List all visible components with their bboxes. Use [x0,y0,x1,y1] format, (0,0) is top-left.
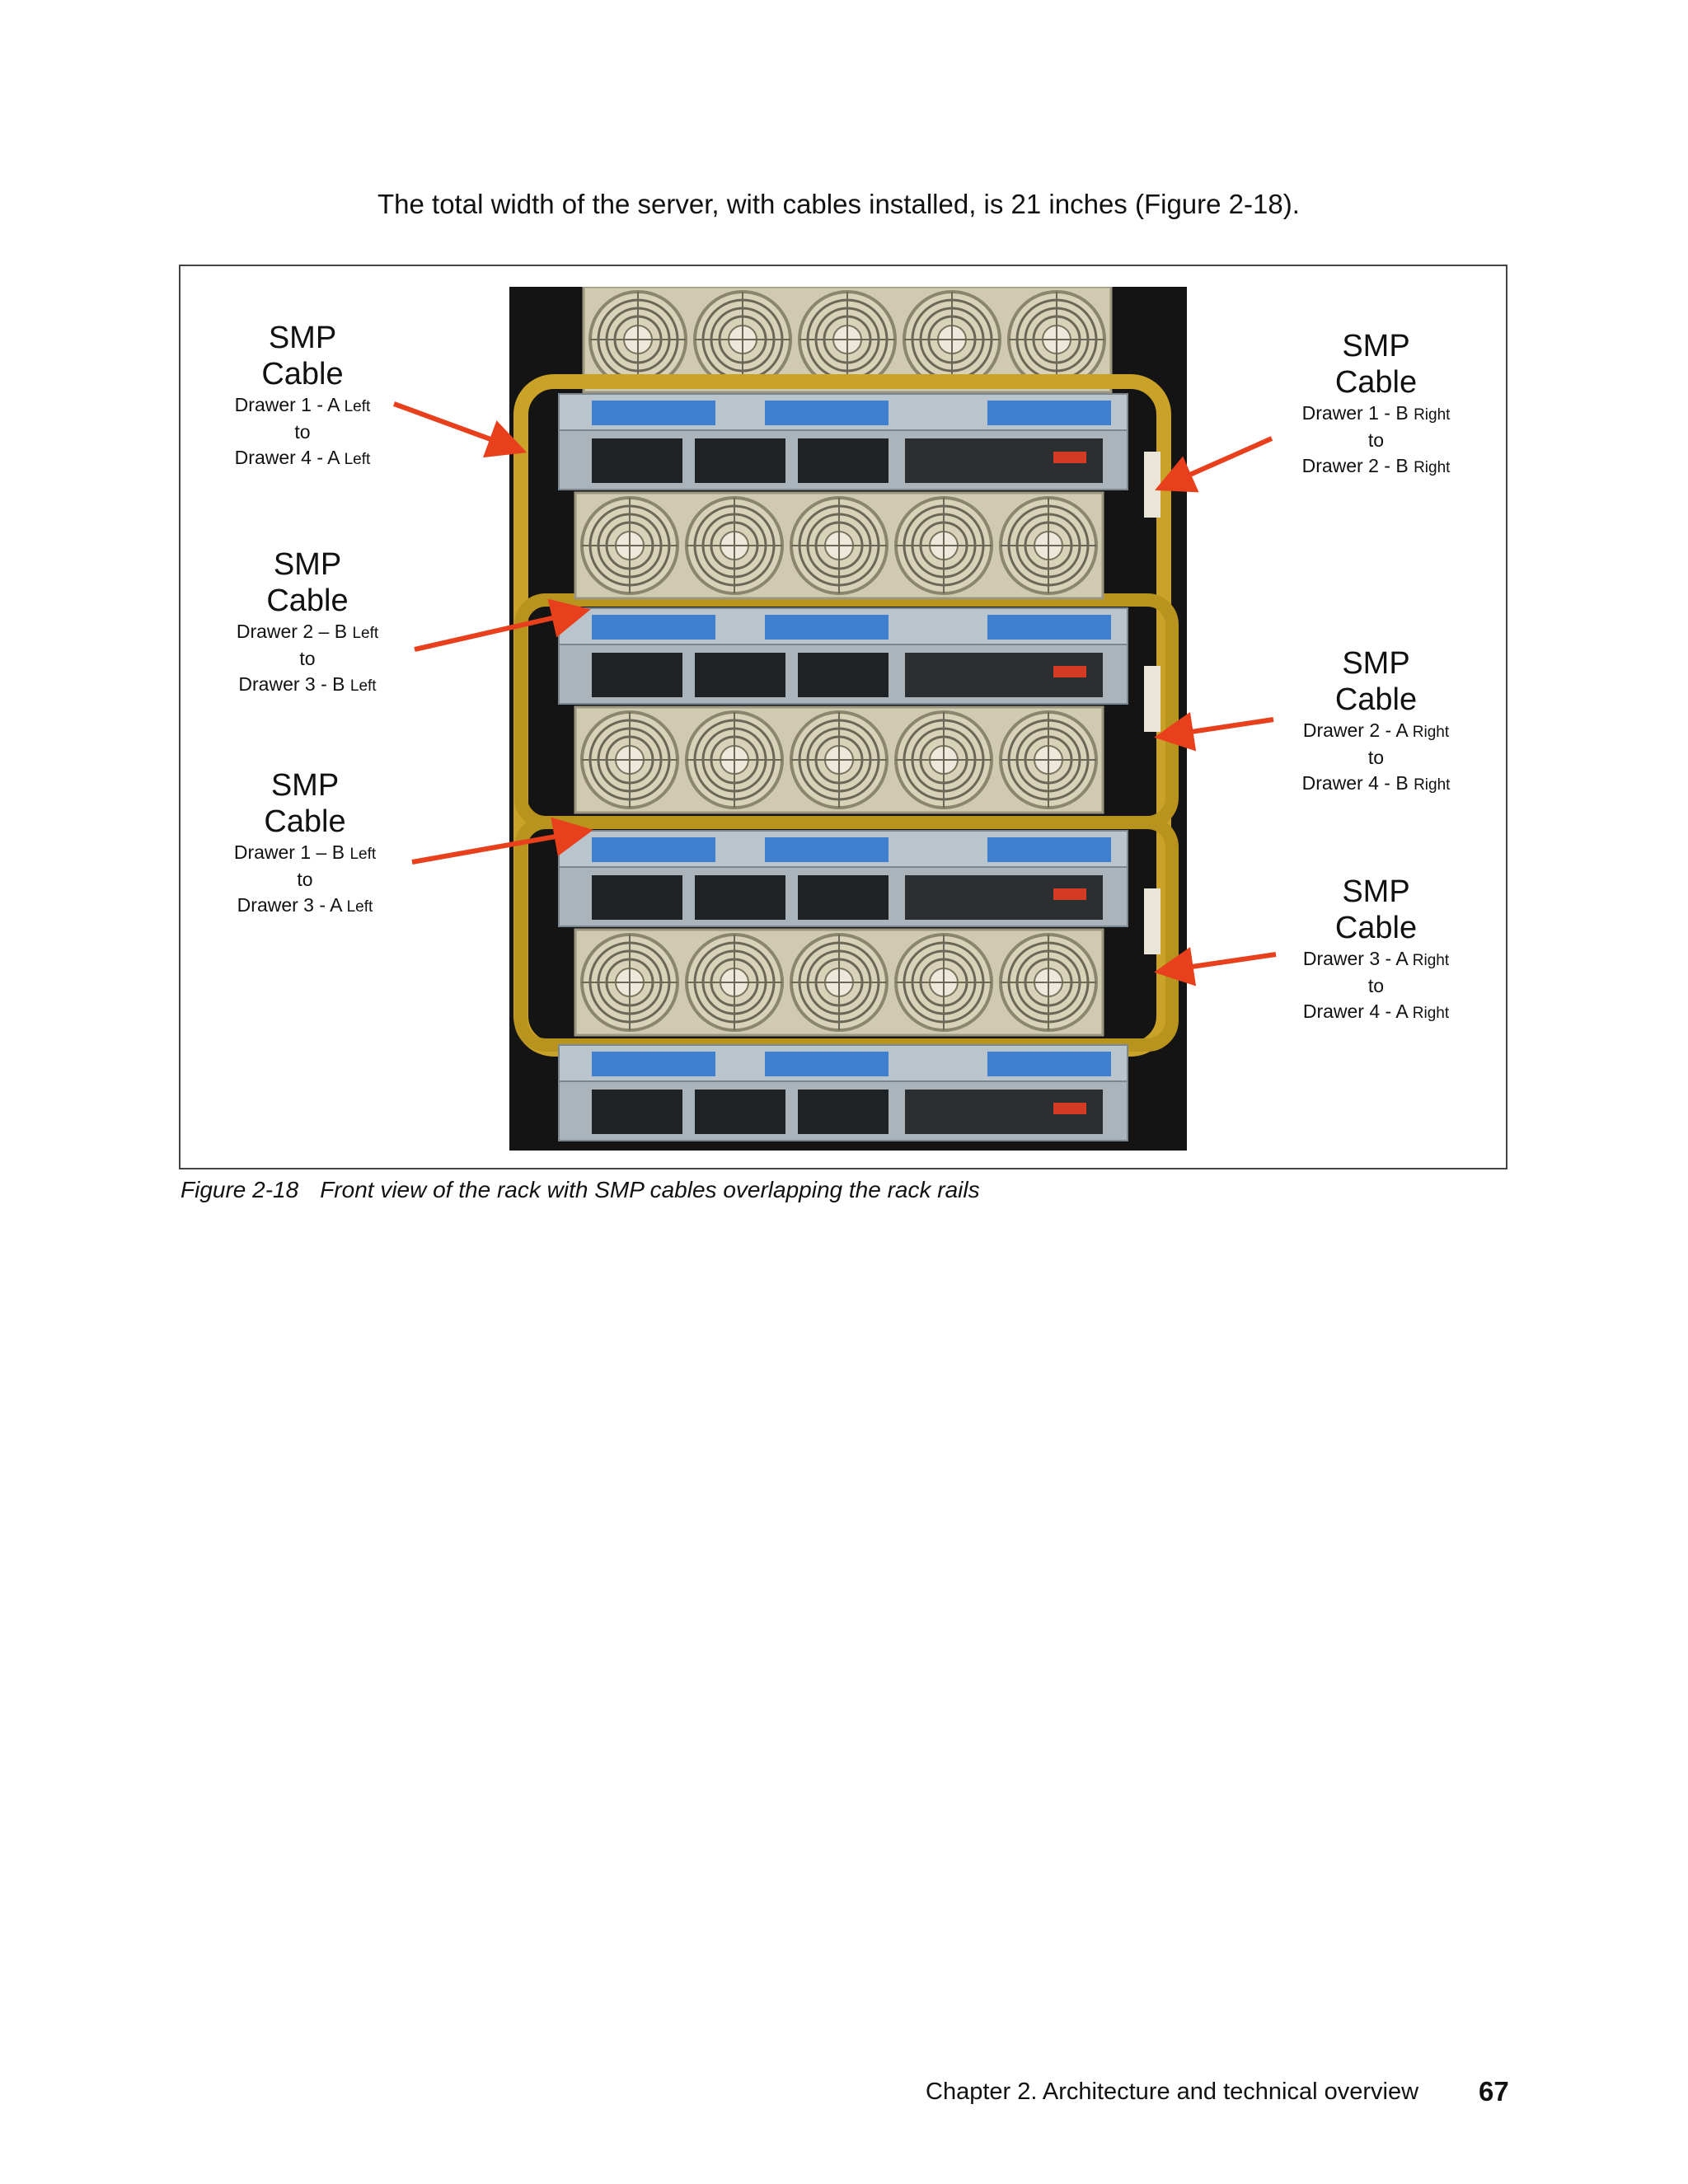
arrow-left-1 [392,401,528,458]
smp-cable-label-d1a-d4a: SMP Cable Drawer 1 - A Left to Drawer 4 … [216,320,389,472]
label-to: to [1367,747,1385,768]
label-from-side: Left [344,398,371,415]
label-to: to [297,869,313,890]
label-to: to [299,648,316,669]
label-title-1: SMP [1342,874,1410,909]
label-title-2: Cable [1334,911,1418,945]
figure-frame [179,265,1507,1169]
label-from: Drawer 1 – B [233,841,345,863]
figure-caption: Figure 2-18 Front view of the rack with S… [181,1177,980,1203]
arrow-left-3 [411,817,593,865]
label-dest-side: Right [1414,459,1451,476]
label-dest: Drawer 3 - A [237,894,342,916]
arrow-right-1 [1155,436,1273,493]
label-from-side: Left [352,625,379,642]
label-from-side: Right [1412,952,1450,969]
smp-cable-label-d2a-d4b-right: SMP Cable Drawer 2 - A Right to Drawer 4… [1287,645,1465,798]
label-title-2: Cable [266,583,349,618]
label-from-side: Right [1412,724,1450,741]
label-dest: Drawer 4 - A [1302,1001,1408,1022]
intro-paragraph: The total width of the server, with cabl… [377,189,1300,219]
label-title-1: SMP [268,321,337,355]
label-dest: Drawer 4 - B [1301,772,1409,794]
label-from-side: Left [349,846,377,863]
label-dest: Drawer 2 - B [1301,455,1409,476]
arrow-right-2 [1154,711,1274,752]
label-dest-side: Right [1414,776,1451,794]
label-title-1: SMP [1342,646,1410,681]
label-title-1: SMP [273,547,342,582]
label-to: to [294,421,311,443]
label-from: Drawer 1 - B [1301,402,1409,424]
label-title-2: Cable [1334,682,1418,717]
label-dest: Drawer 4 - A [234,447,340,468]
label-to: to [1367,975,1385,996]
caption-number: Figure 2-18 [181,1177,299,1202]
label-title-2: Cable [1334,365,1418,400]
caption-text: Front view of the rack with SMP cables o… [320,1177,980,1202]
label-from: Drawer 1 - A [234,394,340,415]
footer-chapter-title: Chapter 2. Architecture and technical ov… [926,2079,1419,2105]
smp-cable-label-d1b-d3a: SMP Cable Drawer 1 – B Left to Drawer 3 … [218,767,392,920]
label-dest-side: Right [1412,1005,1450,1022]
label-dest-side: Left [346,898,373,916]
smp-cable-label-d1b-d2b-right: SMP Cable Drawer 1 - B Right to Drawer 2… [1287,328,1465,480]
smp-cable-label-d2b-d3b: SMP Cable Drawer 2 – B Left to Drawer 3 … [221,546,394,699]
label-title-1: SMP [1342,329,1410,363]
label-from-side: Right [1414,406,1451,424]
label-from: Drawer 3 - A [1302,948,1408,969]
label-dest-side: Left [344,451,371,468]
label-dest-side: Left [349,677,377,695]
label-dest: Drawer 3 - B [238,673,345,695]
label-title-1: SMP [270,768,340,803]
label-to: to [1367,429,1385,451]
label-from: Drawer 2 - A [1302,719,1408,741]
smp-cable-label-d3a-d4a-right: SMP Cable Drawer 3 - A Right to Drawer 4… [1287,874,1465,1026]
arrow-right-3 [1154,947,1277,987]
label-title-2: Cable [261,357,344,391]
arrow-left-2 [414,598,591,652]
server-rack-photo [509,287,1187,1151]
label-from: Drawer 2 – B [236,621,348,642]
label-title-2: Cable [264,804,346,839]
page-number: 67 [1479,2076,1509,2107]
